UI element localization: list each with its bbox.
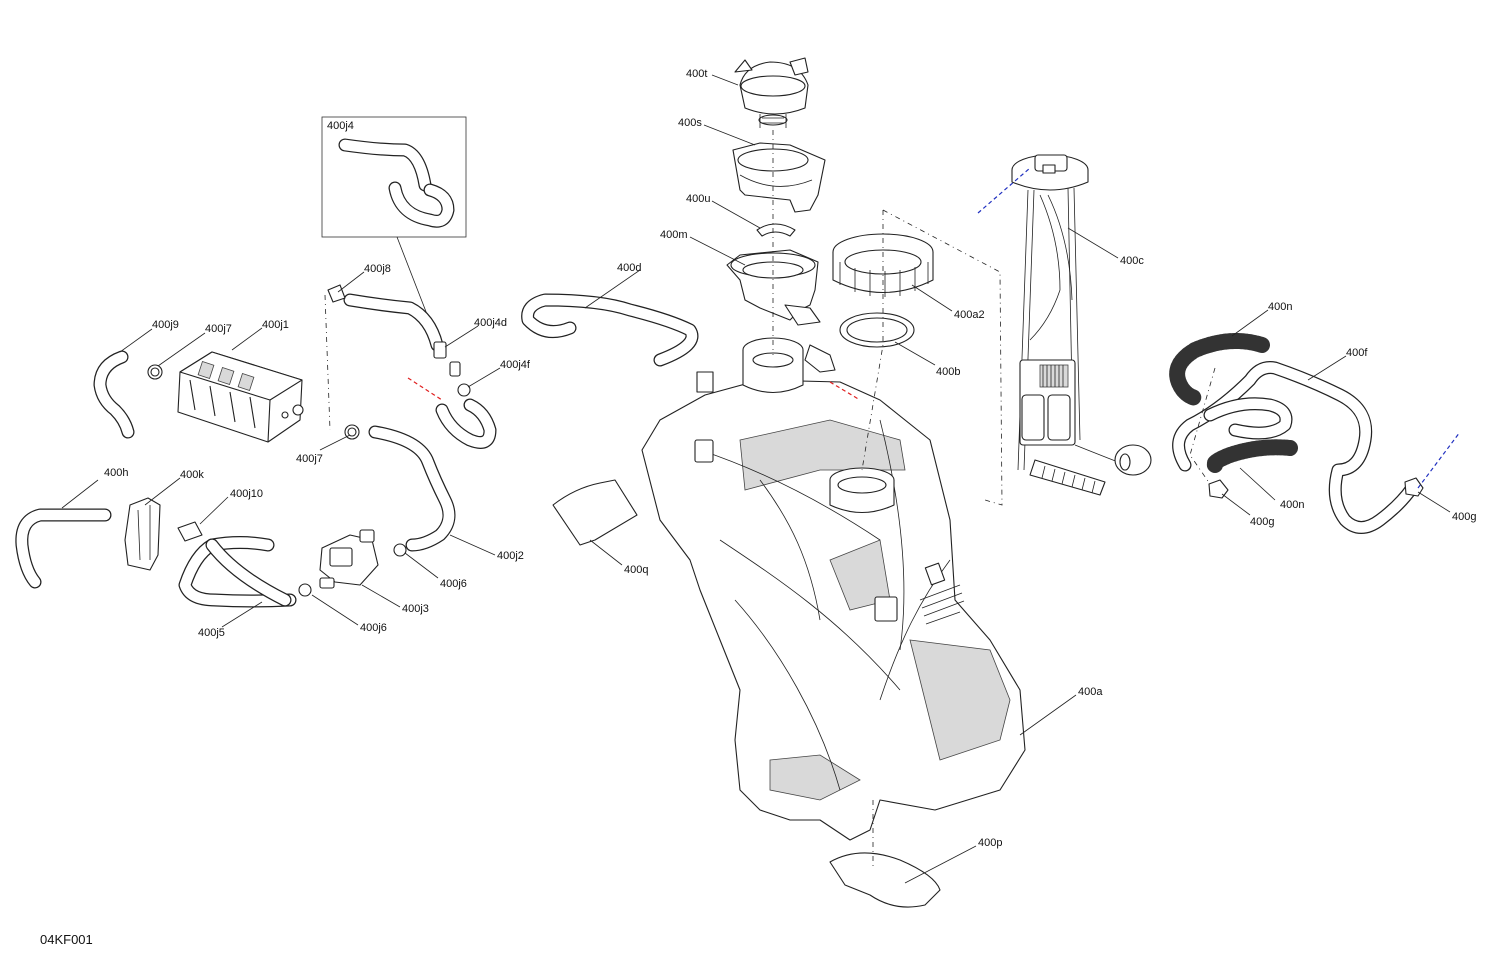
callout-400n-top: 400n [1268, 301, 1292, 313]
callout-400c: 400c [1120, 255, 1144, 267]
callout-400g-right: 400g [1452, 511, 1476, 523]
callout-400j6-bottom: 400j6 [360, 622, 387, 634]
hose-400j4f [435, 383, 497, 449]
callout-400j7-bottom: 400j7 [296, 453, 323, 465]
callout-leaders [61, 74, 1451, 884]
inset-box-400j4 [321, 116, 467, 238]
bracket-400k [124, 497, 161, 571]
clamp-400j6-right [393, 543, 407, 557]
fuel-tank [641, 337, 1026, 841]
callout-400j8: 400j8 [364, 263, 391, 275]
connection-mark-blue-pump [977, 167, 1031, 214]
callout-400j5: 400j5 [198, 627, 225, 639]
callout-400d: 400d [617, 262, 641, 274]
hose-400j8 [327, 284, 444, 352]
shield-400q [552, 479, 638, 546]
hose-clamp-400g-left [1208, 479, 1229, 499]
callout-400j1: 400j1 [262, 319, 289, 331]
callout-400g-left: 400g [1250, 516, 1274, 528]
canister-400j1 [177, 351, 304, 443]
callout-400j6-right: 400j6 [440, 578, 467, 590]
callout-400j3: 400j3 [402, 603, 429, 615]
fuel-pump-module [1011, 154, 1152, 496]
callout-400j2: 400j2 [497, 550, 524, 562]
callout-400j9: 400j9 [152, 319, 179, 331]
callout-400n-bottom: 400n [1280, 499, 1304, 511]
callout-400f: 400f [1346, 347, 1368, 359]
callout-400t: 400t [686, 68, 707, 80]
hose-400d [521, 293, 699, 367]
callout-400b: 400b [936, 366, 960, 378]
pump-seal [839, 312, 915, 348]
canister-axis-line [324, 294, 331, 431]
hose-clamp-400g-right [1404, 477, 1424, 497]
hose-400h [15, 508, 112, 589]
filler-cap [734, 57, 809, 128]
filler-neck-ring [732, 142, 826, 213]
clamp-400j7-bottom [344, 424, 360, 440]
hose-400f [1172, 361, 1419, 534]
pump-lock-ring [832, 233, 934, 297]
clamp-400j6-bottom [298, 583, 312, 597]
callout-400j4: 400j4 [327, 120, 354, 132]
callout-400m: 400m [660, 229, 688, 241]
valve-400j3 [319, 529, 379, 589]
callout-labels: 400t 400s 400u 400m 400d 400a2 400b 400c… [104, 68, 1476, 849]
connection-mark-blue-hose [1417, 431, 1461, 489]
pump-axis-line [861, 210, 884, 471]
hose-400n-lower [1206, 439, 1298, 473]
callout-400j10: 400j10 [230, 488, 263, 500]
fitting-400j4d [433, 341, 461, 377]
callout-400j7-top: 400j7 [205, 323, 232, 335]
callout-400u: 400u [686, 193, 710, 205]
shield-400p [829, 852, 941, 908]
drawing-id: 04KF001 [40, 932, 93, 947]
filler-retaining-clip [756, 223, 796, 237]
fitting-400j10 [177, 521, 203, 542]
callout-400h: 400h [104, 467, 128, 479]
callout-400a: 400a [1078, 686, 1103, 698]
callout-400q: 400q [624, 564, 648, 576]
connection-mark-red-right [829, 381, 861, 401]
connection-mark-red-left [407, 377, 443, 401]
tank-label-plate [919, 562, 965, 625]
hose-400j9 [93, 350, 135, 439]
clamp-400j7-top [147, 364, 163, 380]
hose-400j5 [178, 536, 297, 608]
hose-400n-upper [1169, 333, 1270, 406]
callout-400j4f: 400j4f [500, 359, 531, 371]
hose-400j2 [368, 425, 456, 552]
callout-400a2: 400a2 [954, 309, 985, 321]
callout-400k: 400k [180, 469, 204, 481]
callout-400s: 400s [678, 117, 702, 129]
callout-400p: 400p [978, 837, 1002, 849]
filler-mount-ring [726, 249, 821, 326]
callout-400j4d: 400j4d [474, 317, 507, 329]
hose-axis-line [1189, 367, 1216, 485]
